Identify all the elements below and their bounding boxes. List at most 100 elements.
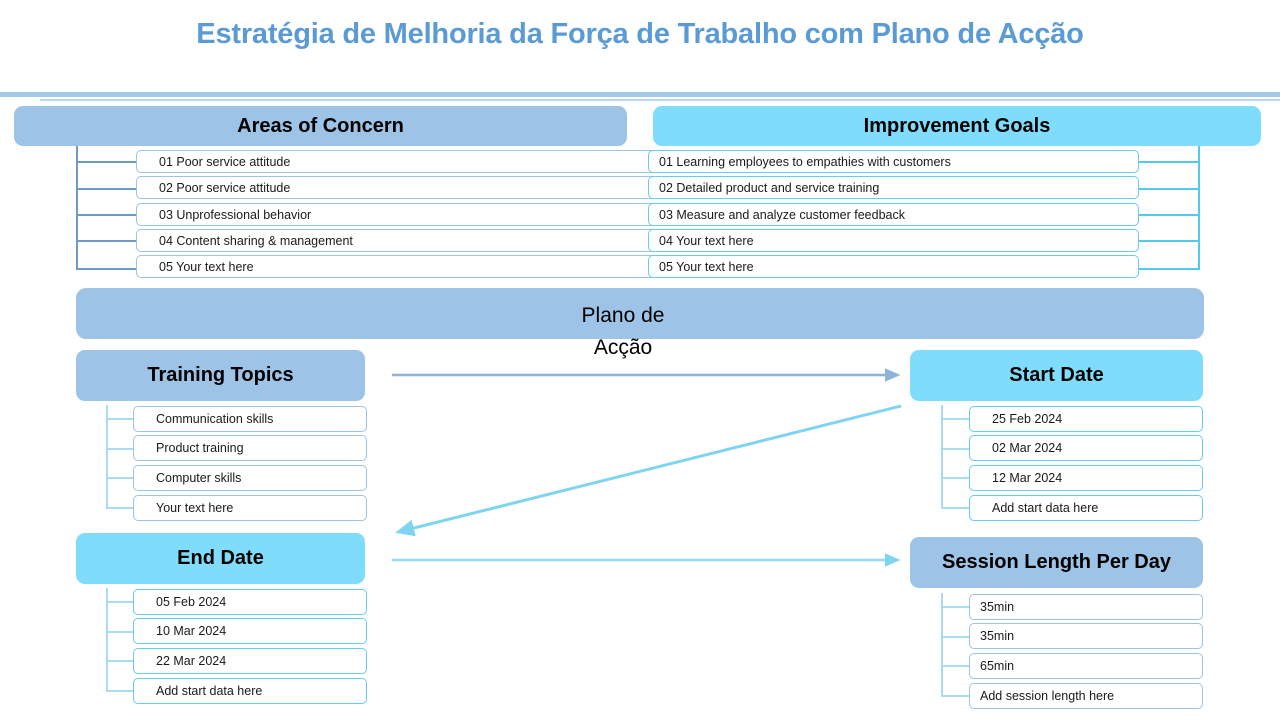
training-topics-item-4[interactable]: Your text here <box>133 495 367 521</box>
page-title: Estratégia de Melhoria da Força de Traba… <box>196 18 1084 50</box>
training-topics-item-2[interactable]: Product training <box>133 435 367 461</box>
improvement-goals-branch-5 <box>1138 268 1200 270</box>
list-item-label: 02 Detailed product and service training <box>659 180 880 195</box>
list-item-label: 05 Feb 2024 <box>156 595 227 609</box>
end-date-item-4[interactable]: Add start data here <box>133 678 367 704</box>
list-item-label: 65min <box>980 659 1015 673</box>
improvement-goals-spine <box>1198 146 1200 270</box>
list-item-label: Communication skills <box>156 412 274 426</box>
session-length-branch-1 <box>941 606 971 608</box>
list-item-label: 05 Your text here <box>159 259 254 274</box>
areas-of-concern-item-1[interactable]: 01 Poor service attitude <box>136 150 767 173</box>
start-date-item-4[interactable]: Add start data here <box>969 495 1203 521</box>
areas-of-concern-branch-3 <box>76 214 136 216</box>
panel-header-improvement-goals[interactable]: Improvement Goals <box>653 106 1261 146</box>
session-length-item-2[interactable]: 35min <box>969 623 1203 649</box>
areas-of-concern-item-5[interactable]: 05 Your text here <box>136 255 767 278</box>
improvement-goals-item-2[interactable]: 02 Detailed product and service training <box>648 176 1139 199</box>
panel-header-end-date[interactable]: End Date <box>76 533 365 584</box>
end-date-branch-4 <box>106 690 136 692</box>
list-item-label: Product training <box>156 441 244 455</box>
end-date-item-1[interactable]: 05 Feb 2024 <box>133 589 367 615</box>
end-date-branch-1 <box>106 601 136 603</box>
arrow-start-date-to-end-date <box>395 404 902 537</box>
areas-of-concern-item-2[interactable]: 02 Poor service attitude <box>136 176 767 199</box>
training-topics-branch-3 <box>106 477 136 479</box>
list-item-label: 12 Mar 2024 <box>992 471 1063 485</box>
panel-header-label: Training Topics <box>147 364 294 386</box>
title-divider-rule <box>0 92 1280 97</box>
list-item-label: 02 Poor service attitude <box>159 180 291 195</box>
list-item-label: 02 Mar 2024 <box>992 441 1063 455</box>
improvement-goals-branch-1 <box>1138 161 1200 163</box>
areas-of-concern-spine <box>76 146 78 270</box>
session-length-branch-4 <box>941 695 971 697</box>
list-item-label: 22 Mar 2024 <box>156 654 227 668</box>
list-item-label: Computer skills <box>156 471 242 485</box>
training-topics-item-3[interactable]: Computer skills <box>133 465 367 491</box>
session-length-branch-3 <box>941 665 971 667</box>
list-item-label: 04 Content sharing & management <box>159 233 353 248</box>
session-length-item-4[interactable]: Add session length here <box>969 683 1203 709</box>
session-length-spine <box>941 593 943 697</box>
improvement-goals-branch-4 <box>1138 240 1200 242</box>
areas-of-concern-branch-4 <box>76 240 136 242</box>
list-item-label: 05 Your text here <box>659 259 754 274</box>
areas-of-concern-branch-5 <box>76 268 136 270</box>
list-item-label: Add session length here <box>980 689 1115 703</box>
center-banner-plano-de-accao[interactable] <box>76 288 1204 339</box>
list-item-label: 25 Feb 2024 <box>992 412 1063 426</box>
list-item-label: 35min <box>980 629 1015 643</box>
list-item-label: 04 Your text here <box>659 233 754 248</box>
panel-header-label: Session Length Per Day <box>942 551 1171 573</box>
areas-of-concern-item-3[interactable]: 03 Unprofessional behavior <box>136 203 767 226</box>
start-date-branch-3 <box>941 477 971 479</box>
panel-header-label: End Date <box>177 547 264 569</box>
start-date-branch-4 <box>941 507 971 509</box>
improvement-goals-branch-3 <box>1138 214 1200 216</box>
list-item-label: 10 Mar 2024 <box>156 624 227 638</box>
training-topics-spine <box>106 405 108 509</box>
panel-header-areas-of-concern[interactable]: Areas of Concern <box>14 106 627 146</box>
title-divider-rule-secondary <box>40 99 1280 101</box>
list-item-label: 01 Learning employees to empathies with … <box>659 154 951 169</box>
panel-header-label: Improvement Goals <box>863 114 1051 137</box>
panel-header-label: Start Date <box>1009 364 1104 386</box>
improvement-goals-branch-2 <box>1138 188 1200 190</box>
end-date-branch-2 <box>106 631 136 633</box>
start-date-spine <box>941 405 943 509</box>
panel-header-training-topics[interactable]: Training Topics <box>76 350 365 401</box>
training-topics-item-1[interactable]: Communication skills <box>133 406 367 432</box>
list-item-label: 03 Measure and analyze customer feedback <box>659 207 905 222</box>
list-item-label: 03 Unprofessional behavior <box>159 207 312 222</box>
training-topics-branch-4 <box>106 507 136 509</box>
end-date-branch-3 <box>106 660 136 662</box>
session-length-item-1[interactable]: 35min <box>969 594 1203 620</box>
start-date-branch-2 <box>941 448 971 450</box>
session-length-branch-2 <box>941 636 971 638</box>
list-item-label: 01 Poor service attitude <box>159 154 291 169</box>
panel-header-start-date[interactable]: Start Date <box>910 350 1203 401</box>
end-date-item-3[interactable]: 22 Mar 2024 <box>133 648 367 674</box>
improvement-goals-item-3[interactable]: 03 Measure and analyze customer feedback <box>648 203 1139 226</box>
start-date-item-1[interactable]: 25 Feb 2024 <box>969 406 1203 432</box>
end-date-item-2[interactable]: 10 Mar 2024 <box>133 618 367 644</box>
improvement-goals-item-1[interactable]: 01 Learning employees to empathies with … <box>648 150 1139 173</box>
areas-of-concern-branch-2 <box>76 188 136 190</box>
list-item-label: Add start data here <box>992 501 1099 515</box>
flow-arrows <box>392 368 902 567</box>
training-topics-branch-2 <box>106 448 136 450</box>
start-date-item-3[interactable]: 12 Mar 2024 <box>969 465 1203 491</box>
start-date-item-2[interactable]: 02 Mar 2024 <box>969 435 1203 461</box>
list-item-label: Your text here <box>156 501 234 515</box>
improvement-goals-item-4[interactable]: 04 Your text here <box>648 229 1139 252</box>
list-item-label: 35min <box>980 600 1015 614</box>
end-date-spine <box>106 588 108 692</box>
panel-header-session-length[interactable]: Session Length Per Day <box>910 537 1203 588</box>
areas-of-concern-branch-1 <box>76 161 136 163</box>
areas-of-concern-item-4[interactable]: 04 Content sharing & management <box>136 229 767 252</box>
list-item-label: Add start data here <box>156 684 263 698</box>
improvement-goals-item-5[interactable]: 05 Your text here <box>648 255 1139 278</box>
session-length-item-3[interactable]: 65min <box>969 653 1203 679</box>
panel-header-label: Areas of Concern <box>237 114 404 137</box>
